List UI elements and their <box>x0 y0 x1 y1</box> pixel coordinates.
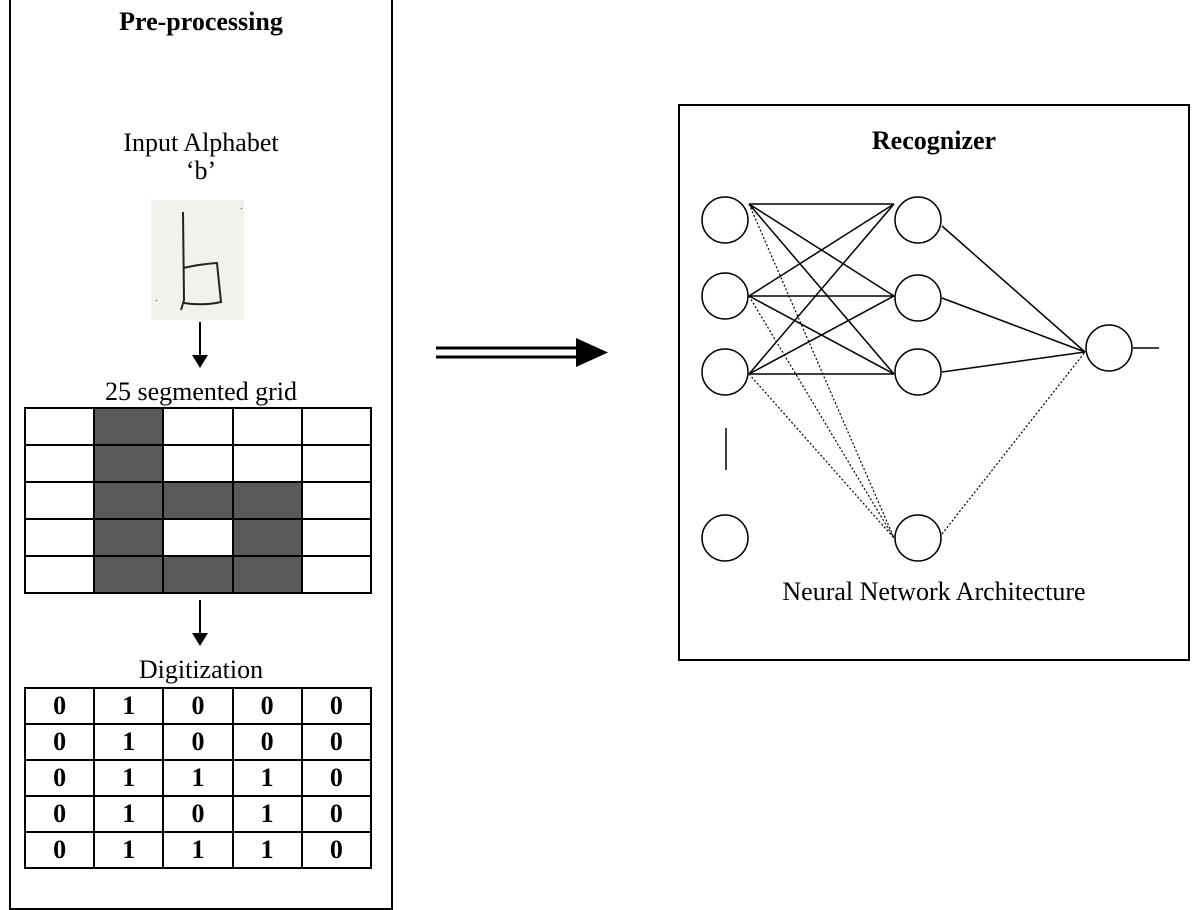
hidden-neuron-3 <box>894 348 942 396</box>
grid-cell-empty <box>23 481 96 520</box>
grid-cell-filled <box>93 407 165 446</box>
grid-cell-empty <box>23 444 96 483</box>
digit-cell: 1 <box>231 831 303 869</box>
grid-cell-empty <box>23 555 96 594</box>
preprocessing-title: Pre-processing <box>119 7 283 36</box>
grid-cell-empty <box>231 444 303 483</box>
connection-line <box>941 351 1086 373</box>
digit-cell: 0 <box>300 723 373 761</box>
grid-cell-filled <box>93 444 165 483</box>
neural-network-diagram <box>701 196 1159 562</box>
digit-cell: 0 <box>23 723 96 761</box>
grid-cell-filled <box>231 481 303 520</box>
digit-cell: 0 <box>23 759 96 797</box>
grid-cell-empty <box>300 518 373 557</box>
down-arrow-1 <box>192 322 208 368</box>
digit-cell: 1 <box>93 831 165 869</box>
grid-cell-empty <box>300 555 373 594</box>
digit-cell: 0 <box>300 831 373 869</box>
digit-cell: 0 <box>231 687 303 725</box>
grid-cell-empty <box>162 407 234 446</box>
dotted-connection <box>941 351 1086 535</box>
grid-cell-empty <box>300 444 373 483</box>
digit-cell: 0 <box>162 723 234 761</box>
digit-cell: 0 <box>23 831 96 869</box>
digit-cell: 0 <box>23 687 96 725</box>
digit-cell: 0 <box>162 687 234 725</box>
flow-double-arrow <box>436 338 608 367</box>
grid-cell-empty <box>23 407 96 446</box>
digitization-label: Digitization <box>138 655 264 684</box>
grid-cell-filled <box>162 555 234 594</box>
digit-cell: 1 <box>162 831 234 869</box>
down-arrow-2 <box>192 600 208 646</box>
grid-cell-empty <box>162 518 234 557</box>
connection-line <box>941 225 1086 353</box>
dotted-connection <box>748 203 895 539</box>
digit-cell: 0 <box>162 795 234 833</box>
segmented-grid-label: 25 segmented grid <box>104 377 298 406</box>
grid-row <box>23 481 373 520</box>
connection-line <box>748 203 895 297</box>
segmented-grid <box>23 407 373 594</box>
grid-cell-empty <box>231 407 303 446</box>
input-neuron-1 <box>701 196 749 244</box>
grid-row <box>23 518 373 557</box>
hidden-neuron-n <box>894 514 942 562</box>
digit-cell: 1 <box>162 759 234 797</box>
grid-cell-filled <box>93 518 165 557</box>
grid-row <box>23 444 373 483</box>
hidden-neuron-2 <box>894 274 942 322</box>
input-neuron-2 <box>701 272 749 320</box>
nn-architecture-caption: Neural Network Architecture <box>782 577 1086 606</box>
grid-cell-filled <box>231 555 303 594</box>
handwritten-b-image <box>151 200 244 320</box>
handwritten-b-sketch <box>155 207 243 311</box>
grid-cell-filled <box>231 518 303 557</box>
recognizer-panel <box>678 104 1190 661</box>
connection-line <box>748 295 895 375</box>
grid-cell-empty <box>23 518 96 557</box>
digit-cell: 1 <box>93 687 165 725</box>
grid-row <box>23 555 373 594</box>
dotted-connection <box>748 373 895 539</box>
grid-cell-empty <box>300 481 373 520</box>
digit-cell: 0 <box>300 795 373 833</box>
digit-cell: 0 <box>231 723 303 761</box>
digit-cell: 1 <box>231 759 303 797</box>
grid-row <box>23 407 373 446</box>
grid-cell-empty <box>162 444 234 483</box>
hidden-neuron-1 <box>894 196 942 244</box>
digit-cell: 0 <box>300 687 373 725</box>
output-neuron <box>1085 324 1133 372</box>
input-alphabet-char: ‘b’ <box>185 156 217 185</box>
digit-cell: 1 <box>93 759 165 797</box>
digit-cell: 1 <box>93 723 165 761</box>
grid-cell-filled <box>93 481 165 520</box>
digit-cell: 1 <box>93 795 165 833</box>
input-neuron-n <box>701 514 749 562</box>
input-neuron-3 <box>701 348 749 396</box>
digit-cell: 0 <box>300 759 373 797</box>
input-alphabet-label: Input Alphabet <box>123 128 279 157</box>
dotted-connection <box>748 295 895 539</box>
grid-cell-filled <box>93 555 165 594</box>
grid-cell-empty <box>300 407 373 446</box>
recognizer-title: Recognizer <box>871 126 997 155</box>
digit-cell: 0 <box>23 795 96 833</box>
grid-cell-filled <box>162 481 234 520</box>
digit-cell: 1 <box>231 795 303 833</box>
connection-line <box>941 297 1086 353</box>
connection-line <box>748 203 895 375</box>
